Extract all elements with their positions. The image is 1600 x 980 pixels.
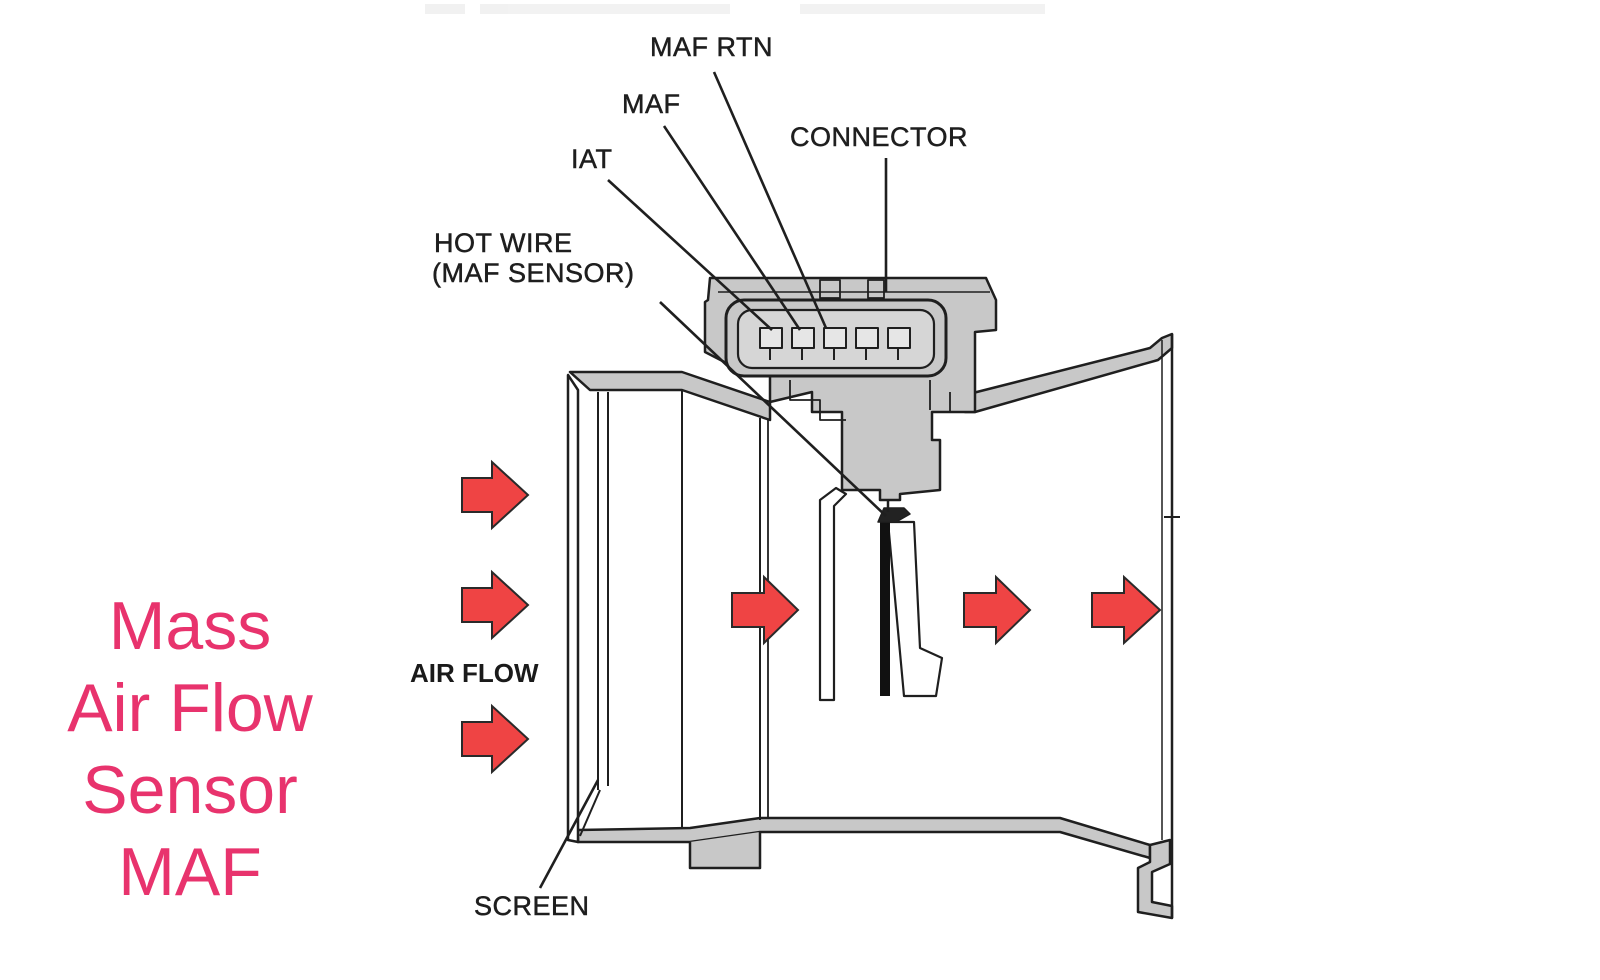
label-maf-rtn: MAF RTN xyxy=(650,32,773,62)
leader-maf-rtn xyxy=(712,71,828,329)
flow-arrow xyxy=(1091,574,1162,646)
title-line-sensor: Sensor xyxy=(82,752,298,828)
hot-wire-element xyxy=(880,520,890,696)
leader-screen xyxy=(538,779,600,889)
leader-maf xyxy=(662,125,802,331)
leader-lines xyxy=(538,71,888,889)
inlet-flange xyxy=(566,373,580,844)
flow-arrow xyxy=(731,574,800,646)
label-iat: IAT xyxy=(571,144,613,174)
label-maf: MAF xyxy=(622,89,681,119)
housing-bottom-wall xyxy=(576,816,1152,860)
label-hot-wire: HOT WIRE xyxy=(434,228,573,258)
flow-arrow xyxy=(461,459,530,531)
probe-body xyxy=(886,520,944,698)
label-air-flow: AIR FLOW xyxy=(410,658,539,688)
flow-arrow xyxy=(963,574,1032,646)
faded-header-remnant xyxy=(425,4,1045,14)
flow-arrow xyxy=(461,703,530,775)
title-line-mass: Mass xyxy=(108,588,272,664)
connector-pins xyxy=(759,327,911,360)
flow-arrow xyxy=(461,569,530,641)
housing-top-wall xyxy=(568,370,772,422)
housing-bottom-foot-left xyxy=(688,832,762,870)
maf-housing xyxy=(566,332,1180,920)
housing-right-top-wall xyxy=(963,332,1174,414)
callout-labels: MAF RTN MAF IAT CONNECTOR HOT WIRE (MAF … xyxy=(410,32,968,922)
label-connector: CONNECTOR xyxy=(790,122,968,152)
connector-assembly xyxy=(703,276,998,502)
diagram-title: Mass Air Flow Sensor MAF xyxy=(40,585,340,913)
air-flow-arrows xyxy=(461,459,1162,775)
bypass-channel xyxy=(818,486,848,702)
title-line-maf: MAF xyxy=(118,834,262,910)
title-line-air-flow: Air Flow xyxy=(67,670,313,746)
screen-mesh xyxy=(579,789,601,837)
label-maf-sensor: (MAF SENSOR) xyxy=(432,258,635,288)
leader-iat xyxy=(607,179,773,331)
label-screen: SCREEN xyxy=(474,891,590,921)
leader-hot-wire xyxy=(659,301,887,517)
sensor-probe xyxy=(818,486,944,702)
